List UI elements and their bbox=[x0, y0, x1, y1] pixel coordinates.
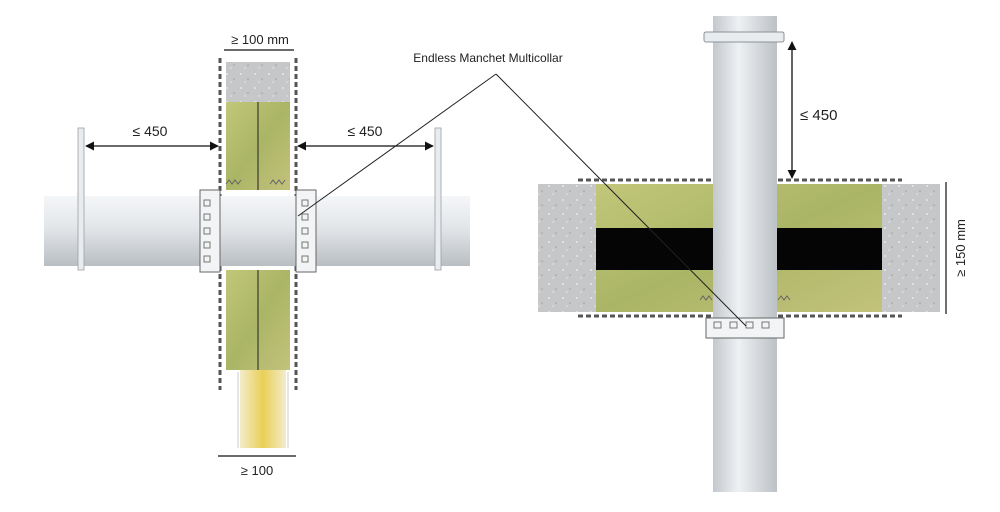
pipe-support-right bbox=[434, 127, 442, 271]
pipe-support-left bbox=[77, 127, 85, 271]
support-left-label: ≤ 450 bbox=[133, 123, 168, 139]
floor-concrete-left bbox=[538, 184, 596, 312]
floor-concrete-right bbox=[882, 184, 940, 312]
collar-floor bbox=[705, 317, 785, 339]
collar-left bbox=[199, 189, 221, 273]
wall-concrete-top bbox=[226, 62, 290, 102]
pipe-clamp-top bbox=[703, 31, 785, 43]
collar-right bbox=[295, 189, 317, 273]
support-right-label: ≤ 450 bbox=[348, 123, 383, 139]
floor-thickness-label: ≥ 150 mm bbox=[953, 219, 968, 277]
wall-bottom-label: ≥ 100 bbox=[241, 463, 273, 478]
wall-detail bbox=[44, 49, 470, 457]
wall-yellow-wool bbox=[240, 370, 286, 448]
floor-detail bbox=[538, 16, 947, 492]
horizontal-pipe bbox=[44, 196, 470, 266]
support-vertical-label: ≤ 450 bbox=[800, 107, 837, 124]
product-label: Endless Manchet Multicollar bbox=[413, 51, 562, 65]
vertical-pipe bbox=[713, 16, 777, 492]
wall-thickness-label: ≥ 100 mm bbox=[231, 32, 289, 47]
